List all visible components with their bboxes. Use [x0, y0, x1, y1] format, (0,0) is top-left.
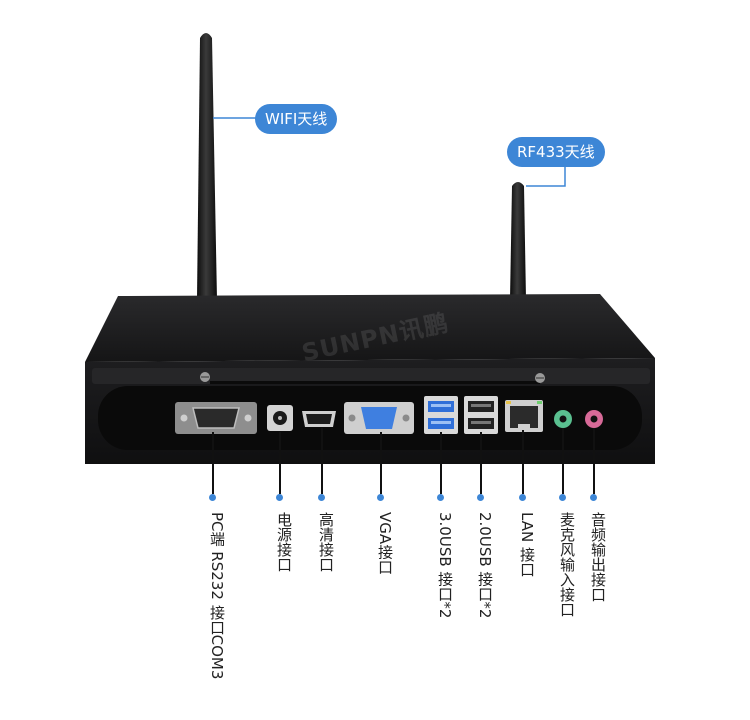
- screw: [200, 372, 210, 382]
- hdmi-dot: [318, 494, 325, 501]
- usb3-leader: [440, 432, 442, 494]
- audio-dot: [590, 494, 597, 501]
- rf433-callout-connector: [526, 166, 566, 187]
- power-label: 电源接口: [275, 512, 293, 572]
- mic-jack: [554, 410, 572, 428]
- hdmi-label: 高清接口: [317, 512, 335, 572]
- mic-label: 麦克风输入接口: [558, 512, 576, 617]
- mic-leader: [562, 428, 564, 494]
- audio-jack: [585, 410, 603, 428]
- usb3-label: 3.0USB 接口*2: [436, 512, 454, 619]
- audio-leader: [593, 428, 595, 494]
- lan-dot: [519, 494, 526, 501]
- lan-port: [505, 400, 543, 432]
- usb2-leader: [480, 432, 482, 494]
- wifi-antenna: [197, 33, 217, 300]
- screw: [535, 373, 545, 383]
- usb2-label: 2.0USB 接口*2: [476, 512, 494, 619]
- rf433-callout: RF433天线: [507, 137, 605, 167]
- usb2-dot: [477, 494, 484, 501]
- rs232-port: [175, 402, 257, 434]
- audio-label: 音频输出接口: [589, 512, 607, 602]
- usb3-dot: [437, 494, 444, 501]
- usb2-ports: [464, 396, 498, 434]
- mic-dot: [559, 494, 566, 501]
- hdmi-port: [302, 411, 336, 427]
- power-port: [267, 405, 293, 431]
- usb3-ports: [424, 396, 458, 434]
- hdmi-leader: [321, 428, 323, 494]
- power-dot: [276, 494, 283, 501]
- vga-dot: [377, 494, 384, 501]
- rs232-dot: [209, 494, 216, 501]
- case-top: [85, 294, 655, 362]
- lan-label: LAN 接口: [518, 512, 536, 577]
- lan-leader: [522, 430, 524, 494]
- vga-port: [344, 402, 414, 434]
- rs232-label: PC端 RS232 接口COM3: [208, 512, 226, 680]
- rf433-antenna: [510, 182, 526, 300]
- power-leader: [279, 432, 281, 494]
- wifi-callout: WIFI天线: [255, 104, 338, 134]
- rs232-leader: [212, 432, 214, 494]
- vga-label: VGA接口: [376, 512, 394, 575]
- vga-leader: [380, 432, 382, 494]
